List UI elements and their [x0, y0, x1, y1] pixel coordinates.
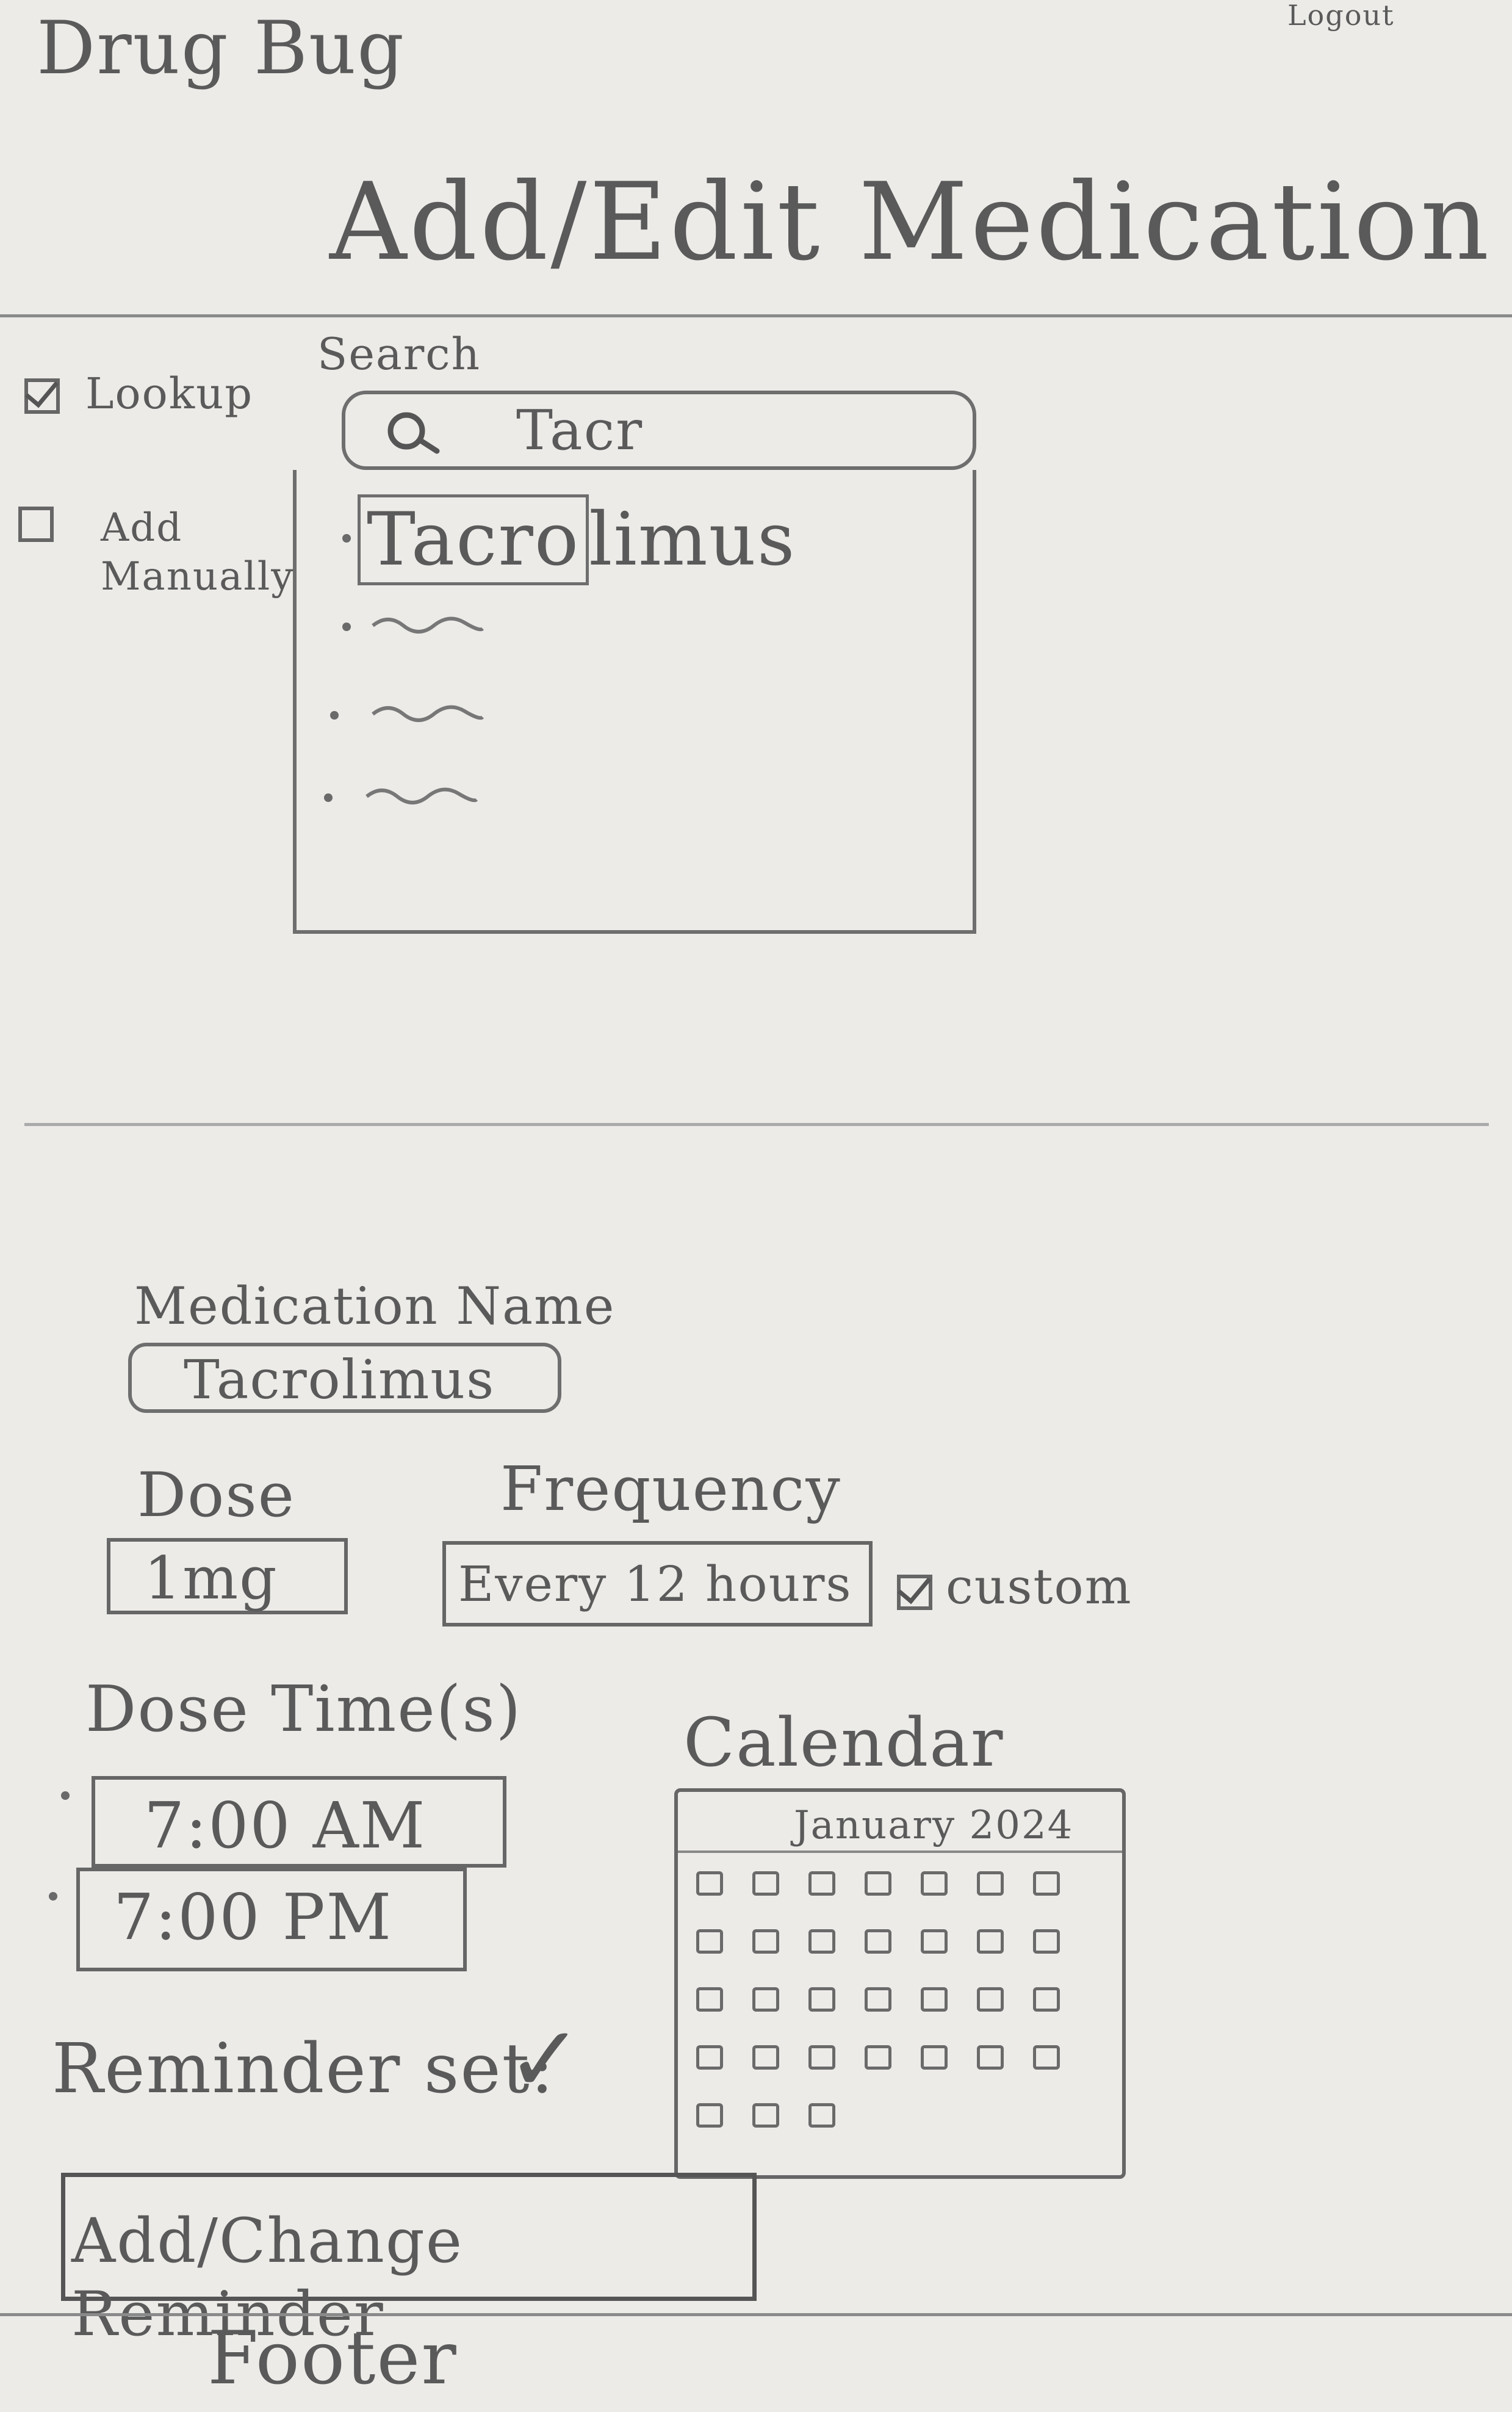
search-icon: [387, 412, 440, 454]
calendar-header: [678, 1792, 1122, 1853]
calendar-day[interactable]: [696, 1987, 723, 2012]
placeholder-bullet: [330, 711, 339, 720]
calendar-day[interactable]: [921, 1929, 948, 1954]
frequency-field[interactable]: Every 12 hours: [442, 1541, 873, 1627]
page-title: Add/Edit Medication: [329, 161, 1492, 284]
lookup-checkbox[interactable]: [24, 378, 60, 414]
calendar-day[interactable]: [752, 1987, 779, 2012]
search-input[interactable]: Tacr: [342, 391, 976, 470]
calendar-day[interactable]: [921, 1871, 948, 1896]
frequency-value: Every 12 hours: [458, 1556, 852, 1612]
footer-divider: [0, 2313, 1512, 2316]
calendar-month: January 2024: [794, 1803, 1074, 1848]
calendar-day[interactable]: [865, 1987, 891, 2012]
calendar-day[interactable]: [808, 2103, 835, 2128]
calendar-day[interactable]: [696, 1871, 723, 1896]
calendar-day[interactable]: [696, 2045, 723, 2070]
dose-label: Dose: [137, 1459, 295, 1531]
calendar-day[interactable]: [1033, 1987, 1060, 2012]
calendar-day[interactable]: [752, 1929, 779, 1954]
dose-field[interactable]: 1mg: [107, 1538, 348, 1614]
dose-value: 1mg: [144, 1544, 278, 1612]
reminder-status-label: Reminder set:: [52, 2029, 555, 2109]
calendar-day[interactable]: [696, 2103, 723, 2128]
result-bullet: [342, 534, 351, 543]
add-manually-label: Add Manually: [101, 505, 295, 599]
calendar-day[interactable]: [696, 1929, 723, 1954]
calendar-day[interactable]: [977, 1871, 1004, 1896]
placeholder-result[interactable]: [364, 781, 480, 806]
calendar-day[interactable]: [921, 1987, 948, 2012]
search-query: Tacr: [516, 399, 644, 463]
lookup-label: Lookup: [85, 369, 254, 419]
calendar-day[interactable]: [1033, 1871, 1060, 1896]
calendar-day[interactable]: [977, 1929, 1004, 1954]
calendar-day[interactable]: [977, 2045, 1004, 2070]
dose-times-label: Dose Time(s): [85, 1672, 522, 1746]
medication-name-label: Medication Name: [134, 1276, 616, 1336]
calendar-day[interactable]: [808, 1871, 835, 1896]
dose-time-value-1: 7:00 AM: [144, 1788, 427, 1863]
calendar-day[interactable]: [752, 1871, 779, 1896]
custom-checkbox[interactable]: [897, 1575, 932, 1610]
result-rest: limus: [589, 497, 796, 582]
calendar-day[interactable]: [752, 2103, 779, 2128]
calendar-label: Calendar: [683, 1703, 1004, 1782]
result-highlight: Tacro: [358, 494, 589, 585]
calendar-day[interactable]: [808, 1987, 835, 2012]
calendar-day[interactable]: [1033, 2045, 1060, 2070]
medication-name-field[interactable]: Tacrolimus: [128, 1343, 561, 1413]
add-change-reminder-button[interactable]: Add/Change Reminder: [61, 2173, 757, 2350]
section-divider: [24, 1123, 1489, 1126]
title-divider: [0, 314, 1512, 317]
placeholder-result[interactable]: [370, 610, 486, 635]
placeholder-bullet: [324, 793, 333, 802]
calendar-day[interactable]: [921, 2045, 948, 2070]
search-label: Search: [317, 328, 481, 380]
placeholder-result[interactable]: [370, 699, 486, 723]
dose-time-value-2: 7:00 PM: [113, 1880, 393, 1954]
custom-label: custom: [946, 1558, 1132, 1615]
calendar-day[interactable]: [1033, 1929, 1060, 1954]
logout-link[interactable]: Logout: [1287, 0, 1395, 32]
reminder-check-icon: ✓: [506, 2007, 585, 2113]
dose-time-bullet: [61, 1791, 70, 1800]
calendar-day[interactable]: [865, 1871, 891, 1896]
add-manually-checkbox[interactable]: [18, 507, 54, 542]
placeholder-bullet: [342, 623, 351, 631]
footer: Footer: [207, 2316, 458, 2401]
frequency-label: Frequency: [500, 1453, 841, 1525]
brand-logo[interactable]: Drug Bug: [37, 6, 406, 91]
calendar-day[interactable]: [808, 1929, 835, 1954]
dose-time-field-1[interactable]: 7:00 AM: [92, 1776, 506, 1868]
calendar-widget[interactable]: January 2024: [674, 1788, 1126, 2179]
dose-time-field-2[interactable]: 7:00 PM: [76, 1868, 467, 1971]
calendar-day[interactable]: [977, 1987, 1004, 2012]
calendar-day[interactable]: [808, 2045, 835, 2070]
calendar-day[interactable]: [752, 2045, 779, 2070]
calendar-day[interactable]: [865, 2045, 891, 2070]
medication-name-value: Tacrolimus: [184, 1348, 495, 1411]
calendar-day[interactable]: [865, 1929, 891, 1954]
dose-time-bullet: [49, 1892, 57, 1901]
